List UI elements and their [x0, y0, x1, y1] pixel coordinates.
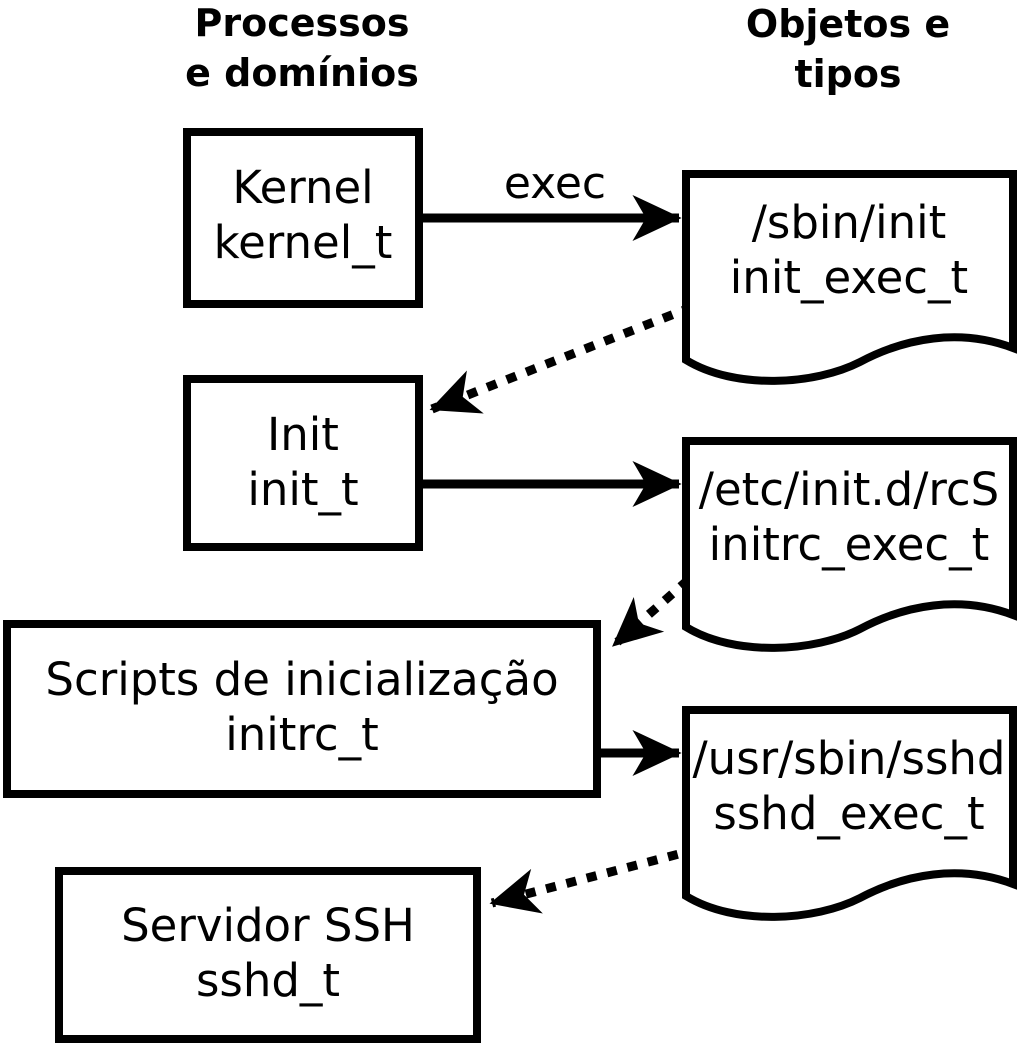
sbin-init-type: init_exec_t — [730, 251, 968, 304]
rcs-path: /etc/init.d/rcS — [699, 463, 999, 516]
process-box-sshd: Servidor SSH sshd_t — [55, 867, 481, 1043]
exec-edge-label: exec — [504, 158, 606, 209]
header-objects-line2: tipos — [794, 52, 901, 96]
rcs-type: initrc_exec_t — [709, 518, 990, 571]
header-processes-line1: Processos — [195, 1, 410, 45]
usr-sbin-sshd-path: /usr/sbin/sshd — [693, 732, 1006, 785]
kernel-domain: kernel_t — [214, 216, 393, 269]
object-doc-sbin-init: /sbin/init init_exec_t — [682, 170, 1017, 385]
column-header-processes: Processos e domínios — [185, 1, 419, 95]
object-doc-rcs: /etc/init.d/rcS initrc_exec_t — [682, 437, 1017, 652]
rcs-doc-outline — [682, 437, 1017, 652]
header-objects-line1: Objetos e — [746, 2, 950, 46]
initrc-name: Scripts de inicialização — [45, 653, 558, 706]
init-box-outline — [183, 375, 423, 551]
sbin-init-path: /sbin/init — [752, 196, 947, 249]
kernel-name: Kernel — [232, 161, 373, 214]
header-processes-line2: e domínios — [185, 51, 419, 95]
dotted-arrow-sshd-exec-to-sshd — [489, 844, 700, 914]
sshd-box-outline — [55, 867, 481, 1043]
process-box-kernel: Kernel kernel_t — [183, 128, 423, 308]
usr-sbin-sshd-type: sshd_exec_t — [713, 787, 984, 840]
init-domain: init_t — [247, 463, 358, 516]
process-box-init: Init init_t — [183, 375, 423, 551]
initrc-box-outline — [3, 620, 601, 798]
process-box-initrc: Scripts de inicialização initrc_t — [3, 620, 601, 798]
column-header-objects: Objetos e tipos — [746, 2, 950, 96]
dotted-arrow-init-exec-to-init — [429, 302, 694, 414]
sshd-name: Servidor SSH — [121, 899, 415, 952]
object-doc-usr-sbin-sshd: /usr/sbin/sshd sshd_exec_t — [682, 706, 1017, 921]
kernel-box-outline — [183, 128, 423, 308]
dotted-arrow-initrc-exec-to-initrc — [611, 576, 691, 649]
sbin-init-doc-outline — [682, 170, 1017, 385]
usr-sbin-sshd-doc-outline — [682, 706, 1017, 921]
init-name: Init — [267, 408, 339, 461]
sshd-domain: sshd_t — [196, 954, 340, 1007]
initrc-domain: initrc_t — [225, 708, 379, 761]
